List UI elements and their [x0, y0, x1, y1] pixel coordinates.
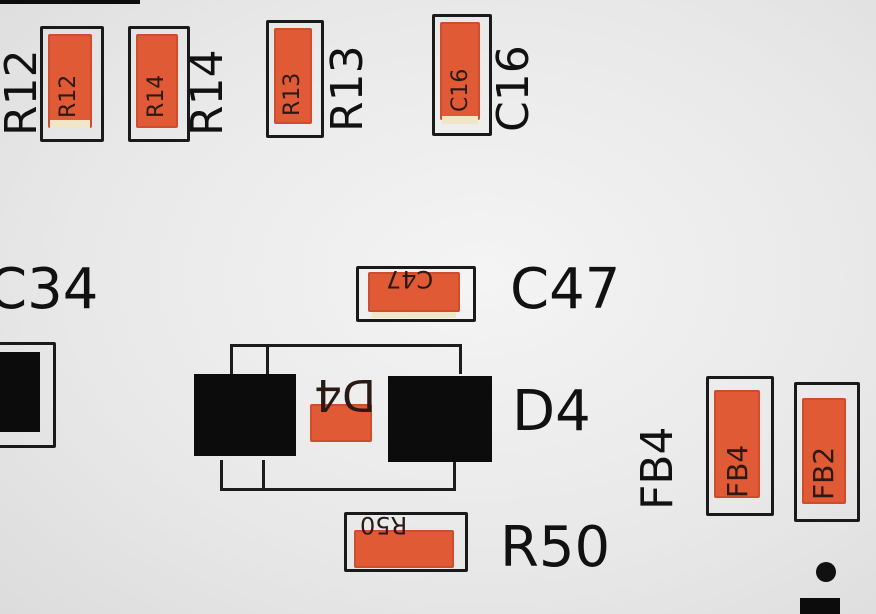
c34-pad [0, 352, 40, 432]
d4-silk-label: D4 [512, 379, 591, 444]
r12-silk-label: R12 [0, 49, 47, 136]
r13-silk-label: R13 [322, 45, 373, 132]
d4-outline-top-mid-tick [266, 344, 269, 374]
c47-part-marking: C47 [386, 264, 434, 293]
r12-resistor [48, 34, 92, 128]
d4-outline-top [230, 344, 462, 347]
d4-cathode-pad [388, 376, 492, 462]
c16-footprint [432, 14, 492, 136]
edge-pad-bottom-right [800, 598, 840, 614]
fb2-footprint [794, 382, 860, 522]
fb4-silk-label: FB4 [632, 426, 683, 511]
r50-footprint [344, 512, 468, 572]
c47-silk-label: C47 [510, 257, 621, 322]
r14-footprint [128, 26, 190, 142]
d4-diode-body [310, 404, 372, 442]
r12-endcap [50, 120, 90, 128]
c16-capacitor [440, 22, 480, 120]
fb2-ferrite-bead [802, 398, 846, 504]
d4-outline-bottom-mid-tick [262, 460, 265, 490]
d4-part-marking: D4 [314, 369, 376, 420]
c16-part-marking: C16 [448, 68, 473, 112]
fb4-part-marking: FB4 [721, 444, 754, 498]
d4-outline-bottom [220, 488, 456, 491]
fb4-ferrite-bead [714, 390, 760, 498]
r13-resistor [274, 28, 312, 124]
r14-part-marking: R14 [144, 74, 169, 118]
r13-footprint [266, 20, 324, 138]
c16-endcap [442, 116, 478, 124]
c34-silk-label: C34 [0, 257, 99, 322]
c47-footprint [356, 266, 476, 322]
r50-silk-label: R50 [500, 515, 611, 580]
fb4-footprint [706, 376, 774, 516]
c47-endcap [372, 312, 456, 318]
r14-silk-label: R14 [182, 49, 233, 136]
d4-outline-bottom-right-tick [453, 460, 456, 490]
r12-part-marking: R12 [56, 74, 81, 118]
c16-silk-label: C16 [488, 45, 539, 132]
r14-resistor [136, 34, 178, 128]
d4-anode-pad [194, 374, 296, 456]
edge-pad-top-left [0, 0, 140, 4]
fb2-part-marking: FB2 [807, 446, 840, 500]
r12-footprint [40, 26, 104, 142]
d4-outline-bottom-left-tick [220, 460, 223, 490]
d4-outline-top-right-tick [459, 344, 462, 374]
r50-part-marking: R50 [360, 510, 408, 539]
c34-footprint [0, 342, 56, 448]
fiducial-dot [816, 562, 836, 582]
d4-outline-top-left-tick [230, 344, 233, 374]
r13-part-marking: R13 [280, 72, 305, 116]
r50-resistor [354, 530, 454, 568]
c47-capacitor [368, 272, 460, 312]
